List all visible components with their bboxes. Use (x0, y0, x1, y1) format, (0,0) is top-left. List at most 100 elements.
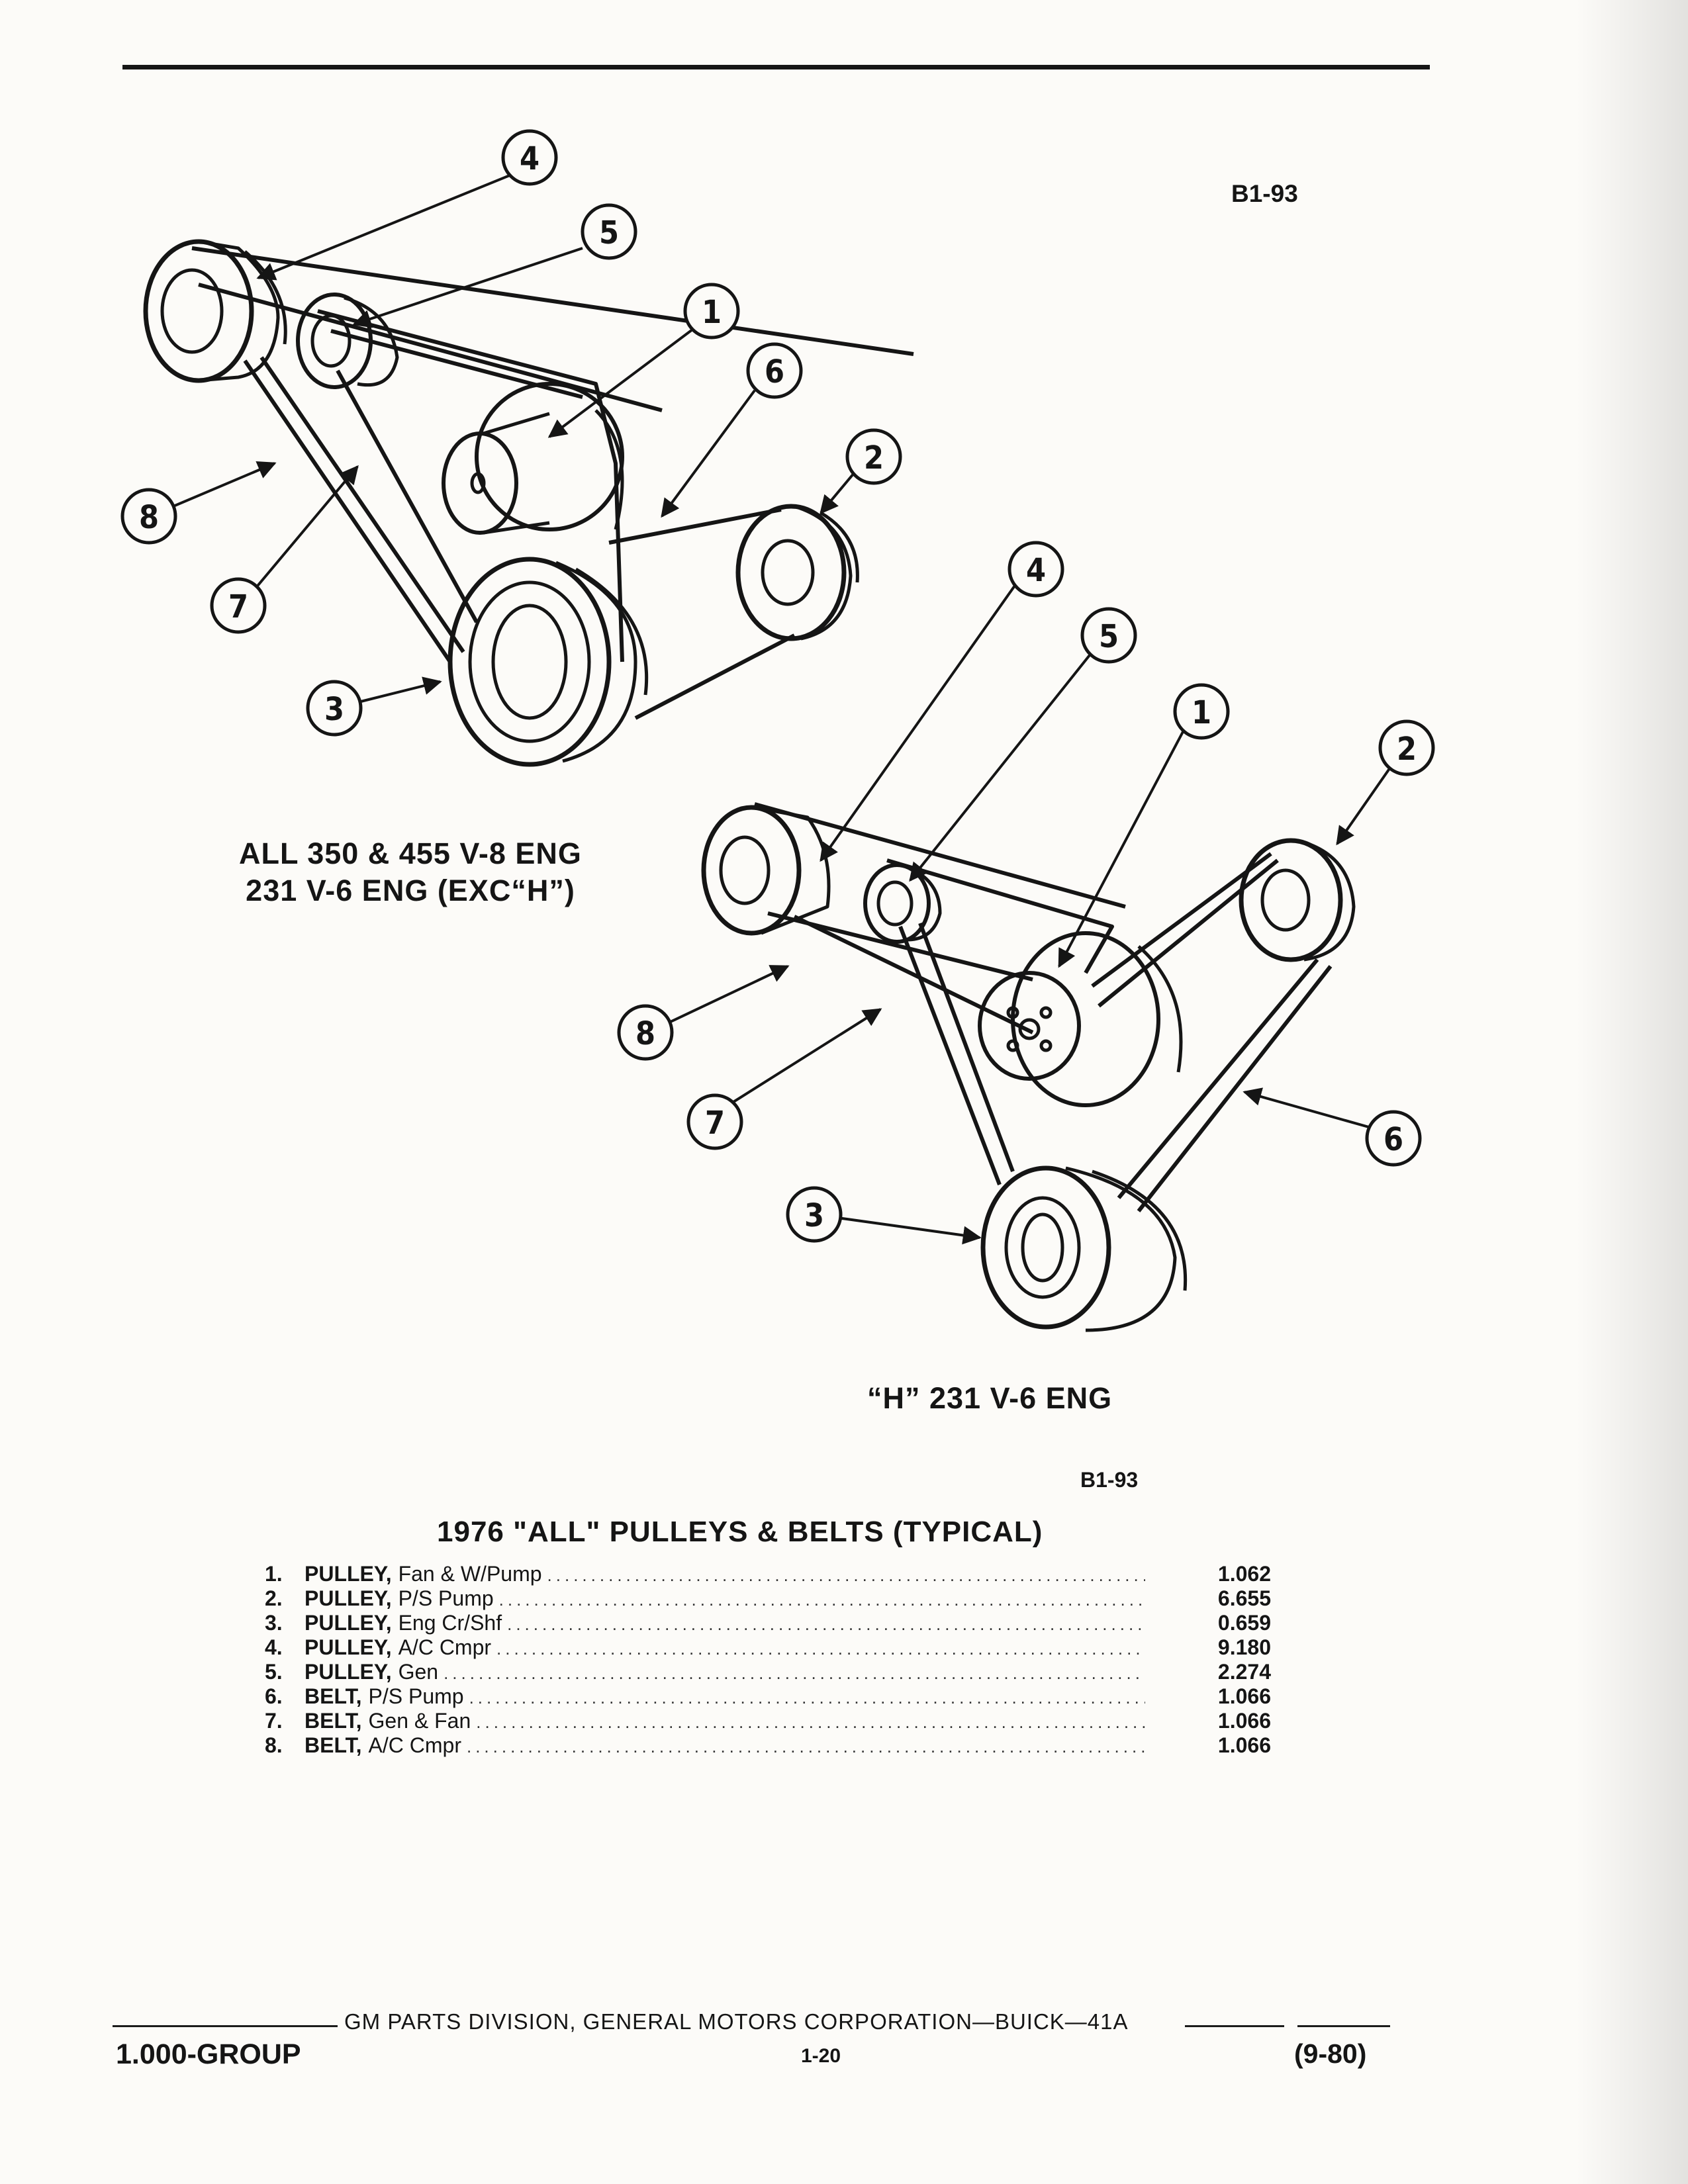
bottom-ps-pulley (1239, 838, 1356, 962)
parts-list-title: 1976 "ALL" PULLEYS & BELTS (TYPICAL) (437, 1516, 1043, 1548)
part-number: 1. (265, 1562, 283, 1586)
caption-bottom-engine: “H” 231 V-6 ENG (867, 1381, 1113, 1415)
part-description: P/S Pump (368, 1684, 464, 1708)
callout-circles (120, 129, 1435, 1243)
footer-page-number: 1-20 (801, 2045, 841, 2067)
belt-diagram: 4 5 1 6 2 8 7 3 4 5 1 2 6 8 7 3 (120, 129, 1435, 1332)
callout-4-bottom: 4 (1026, 552, 1046, 589)
part-group-code: 1.066 (1217, 1709, 1271, 1733)
bottom-belt-gen-fan (886, 858, 1114, 1186)
part-name: PULLEY, (305, 1635, 392, 1659)
figure-code-bottom: B1-93 (1080, 1468, 1139, 1492)
part-description: Eng Cr/Shf (398, 1611, 502, 1635)
part-description: Gen (398, 1660, 439, 1684)
callout-4-top: 4 (520, 140, 539, 177)
bottom-belt-ac (754, 802, 1126, 1034)
callout-7-top: 7 (228, 588, 248, 625)
part-number: 6. (265, 1684, 283, 1708)
part-name: BELT, (305, 1733, 362, 1757)
callout-8-top: 8 (139, 499, 159, 536)
parts-row: 5. PULLEY, Gen .........................… (265, 1660, 1271, 1684)
bottom-belt-ps (1091, 852, 1333, 1212)
top-callout-leaders (165, 174, 855, 703)
bottom-ac-pulley (701, 805, 831, 936)
callout-7-bottom: 7 (705, 1105, 725, 1142)
footer-group: 1.000-GROUP (116, 2038, 301, 2070)
callout-1-bottom: 1 (1192, 694, 1211, 731)
caption-top-line1: ALL 350 & 455 V-8 ENG (239, 837, 582, 870)
part-name: PULLEY, (305, 1660, 392, 1684)
part-description: Fan & W/Pump (398, 1562, 542, 1586)
callout-3-bottom: 3 (804, 1197, 824, 1234)
part-group-code: 6.655 (1217, 1586, 1271, 1610)
part-group-code: 0.659 (1217, 1611, 1271, 1635)
part-number: 4. (265, 1635, 283, 1659)
part-name: PULLEY, (305, 1562, 392, 1586)
parts-list: 1. PULLEY, Fan & W/Pump ................… (265, 1562, 1271, 1758)
part-number: 5. (265, 1660, 283, 1684)
leader-dots: ........................................… (498, 1590, 1145, 1610)
part-group-code: 1.066 (1217, 1684, 1271, 1708)
top-belt-ps (608, 508, 796, 720)
part-number: 7. (265, 1709, 283, 1733)
leader-dots: ........................................… (444, 1663, 1145, 1683)
leader-dots: ........................................… (476, 1712, 1145, 1732)
callout-6-bottom: 6 (1383, 1121, 1403, 1158)
leader-dots: ........................................… (466, 1737, 1145, 1756)
caption-top-engine: ALL 350 & 455 V-8 ENG 231 V-6 ENG (EXC“H… (192, 835, 629, 909)
top-rule (122, 65, 1430, 69)
bottom-crank-pulley (980, 1165, 1188, 1332)
footer-rule-right (1185, 2025, 1284, 2027)
part-number: 8. (265, 1733, 283, 1757)
callout-6-top: 6 (765, 353, 784, 390)
part-number: 3. (265, 1611, 283, 1635)
callout-2-bottom: 2 (1397, 731, 1417, 768)
footer-date: (9-80) (1294, 2038, 1367, 2069)
parts-row: 2. PULLEY, P/S Pump ....................… (265, 1586, 1271, 1611)
parts-row: 4. PULLEY, A/C Cmpr ....................… (265, 1635, 1271, 1660)
bottom-fan-pulley (978, 931, 1183, 1107)
part-group-code: 2.274 (1217, 1660, 1271, 1684)
footer-publisher: GM PARTS DIVISION, GENERAL MOTORS CORPOR… (344, 2009, 1129, 2034)
part-name: PULLEY, (305, 1611, 392, 1635)
parts-row: 1. PULLEY, Fan & W/Pump ................… (265, 1562, 1271, 1586)
bottom-callout-leaders (661, 578, 1391, 1245)
callout-8-bottom: 8 (635, 1015, 655, 1052)
page-edge-shadow (1575, 0, 1688, 2184)
part-description: A/C Cmpr (398, 1635, 492, 1659)
figure-code-top: B1-93 (1231, 180, 1298, 207)
parts-row: 6. BELT, P/S Pump ......................… (265, 1684, 1271, 1709)
top-belt-ac (191, 246, 914, 663)
footer-rule-left (113, 2025, 338, 2027)
part-number: 2. (265, 1586, 283, 1610)
callout-1-top: 1 (702, 294, 722, 331)
top-crank-pulley (447, 557, 649, 767)
part-description: Gen & Fan (368, 1709, 471, 1733)
callout-3-top: 3 (324, 691, 344, 728)
part-description: P/S Pump (398, 1586, 494, 1610)
diagram-bottom-engine (701, 802, 1356, 1332)
callout-2-top: 2 (864, 439, 884, 477)
top-ps-pulley (735, 504, 859, 641)
parts-row: 8. BELT, A/C Cmpr ......................… (265, 1733, 1271, 1758)
top-generator-pulley (296, 293, 399, 389)
part-group-code: 1.066 (1217, 1733, 1271, 1757)
parts-row: 7. BELT, Gen & Fan .....................… (265, 1709, 1271, 1733)
top-fan-pulley (442, 382, 624, 535)
part-group-code: 1.062 (1217, 1562, 1271, 1586)
diagram-top-engine (143, 239, 914, 767)
footer-rule-right-short (1297, 2025, 1390, 2027)
caption-top-line2: 231 V-6 ENG (EXC“H”) (246, 874, 575, 907)
leader-dots: ........................................… (496, 1639, 1145, 1659)
callout-5-top: 5 (599, 214, 619, 251)
leader-dots: ........................................… (469, 1688, 1145, 1707)
part-name: BELT, (305, 1684, 362, 1708)
top-belt-gen-fan (317, 309, 624, 662)
part-group-code: 9.180 (1217, 1635, 1271, 1659)
part-name: PULLEY, (305, 1586, 392, 1610)
parts-row: 3. PULLEY, Eng Cr/Shf ..................… (265, 1611, 1271, 1635)
leader-dots: ........................................… (507, 1614, 1145, 1634)
top-ac-pulley (143, 239, 287, 383)
part-name: BELT, (305, 1709, 362, 1733)
leader-dots: ........................................… (547, 1565, 1145, 1585)
